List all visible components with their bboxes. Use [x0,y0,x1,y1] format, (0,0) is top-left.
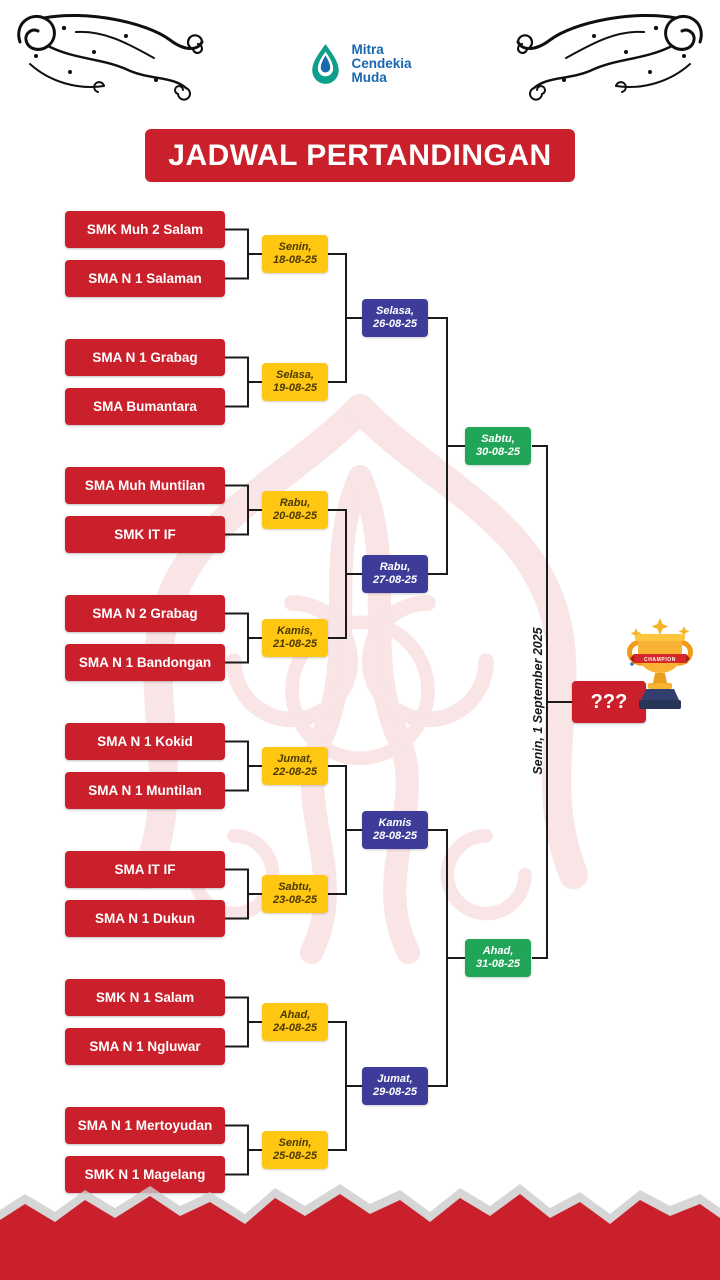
match-day: Selasa, [276,369,314,381]
logo-line-3: Muda [351,70,387,85]
logo-drop-icon [312,44,339,84]
match-day: Rabu, [379,561,411,573]
logo-line-2: Cendekia [351,56,412,71]
match-date: 23-08-25 [272,894,318,906]
match-date: 25-08-25 [272,1150,318,1162]
trophy-icon: CHAMPION [627,618,693,709]
logo: Mitra Cendekia Muda [308,42,412,86]
logo-line-1: Mitra [351,42,384,57]
match-date: 26-08-25 [372,318,418,330]
team-box: SMA N 1 Ngluwar [65,1028,225,1065]
team-box: SMA IT IF [65,851,225,888]
round1-date-box: Ahad, 24-08-25 [262,1003,328,1041]
round1-date-box: Senin, 18-08-25 [262,235,328,273]
team-box: SMA N 1 Dukun [65,900,225,937]
corner-flourish-right [516,13,703,102]
team-box: SMA N 1 Kokid [65,723,225,760]
match-date: 22-08-25 [272,766,318,778]
round1-date-box: Jumat, 22-08-25 [262,747,328,785]
team-box: SMK N 1 Salam [65,979,225,1016]
match-day: Sabtu, [278,881,312,893]
team-box: SMK IT IF [65,516,225,553]
match-day: Sabtu, [481,433,515,445]
team-box: SMA Bumantara [65,388,225,425]
final-winner-placeholder: ??? [590,690,628,713]
round1-date-box: Sabtu, 23-08-25 [262,875,328,913]
team-box: SMA N 1 Bandongan [65,644,225,681]
round1-date-box: Rabu, 20-08-25 [262,491,328,529]
team-box: SMK N 1 Magelang [65,1156,225,1193]
trophy-ribbon-text: CHAMPION [644,657,676,663]
final-winner-box: ??? [572,681,646,723]
round2-date-box: Selasa, 26-08-25 [362,299,428,337]
match-date: 27-08-25 [372,574,418,586]
round1-date-box: Selasa, 19-08-25 [262,363,328,401]
team-box: SMA N 1 Muntilan [65,772,225,809]
match-date: 21-08-25 [272,638,318,650]
match-day: Kamis [378,817,412,829]
match-day: Jumat, [277,753,313,765]
team-box: SMK Muh 2 Salam [65,211,225,248]
final-date-label: Senin, 1 September 2025 [531,627,545,775]
match-date: 29-08-25 [372,1086,418,1098]
match-day: Senin, [278,241,312,253]
match-day: Rabu, [279,497,311,509]
round3-date-box: Ahad, 31-08-25 [465,939,531,977]
round3-date-box: Sabtu, 30-08-25 [465,427,531,465]
logo-text: Mitra Cendekia Muda [351,43,411,85]
match-date: 20-08-25 [272,510,318,522]
round2-date-box: Kamis 28-08-25 [362,811,428,849]
match-day: Senin, [278,1137,312,1149]
round2-date-box: Rabu, 27-08-25 [362,555,428,593]
match-date: 18-08-25 [272,254,318,266]
team-box: SMA Muh Muntilan [65,467,225,504]
match-date: 31-08-25 [475,958,521,970]
match-day: Ahad, [279,1009,311,1021]
match-date: 24-08-25 [272,1022,318,1034]
round2-date-box: Jumat, 29-08-25 [362,1067,428,1105]
round1-date-box: Kamis, 21-08-25 [262,619,328,657]
match-date: 19-08-25 [272,382,318,394]
match-day: Kamis, [276,625,314,637]
title-banner: JADWAL PERTANDINGAN [145,129,575,182]
page-title: JADWAL PERTANDINGAN [168,138,552,172]
corner-flourish-left [17,13,204,102]
match-date: 28-08-25 [372,830,418,842]
round1-date-box: Senin, 25-08-25 [262,1131,328,1169]
torn-paper-edge [0,1184,720,1280]
match-date: 30-08-25 [475,446,521,458]
match-day: Selasa, [376,305,414,317]
match-day: Jumat, [377,1073,413,1085]
team-box: SMA N 2 Grabag [65,595,225,632]
team-box: SMA N 1 Mertoyudan [65,1107,225,1144]
match-day: Ahad, [482,945,514,957]
team-box: SMA N 1 Grabag [65,339,225,376]
team-box: SMA N 1 Salaman [65,260,225,297]
